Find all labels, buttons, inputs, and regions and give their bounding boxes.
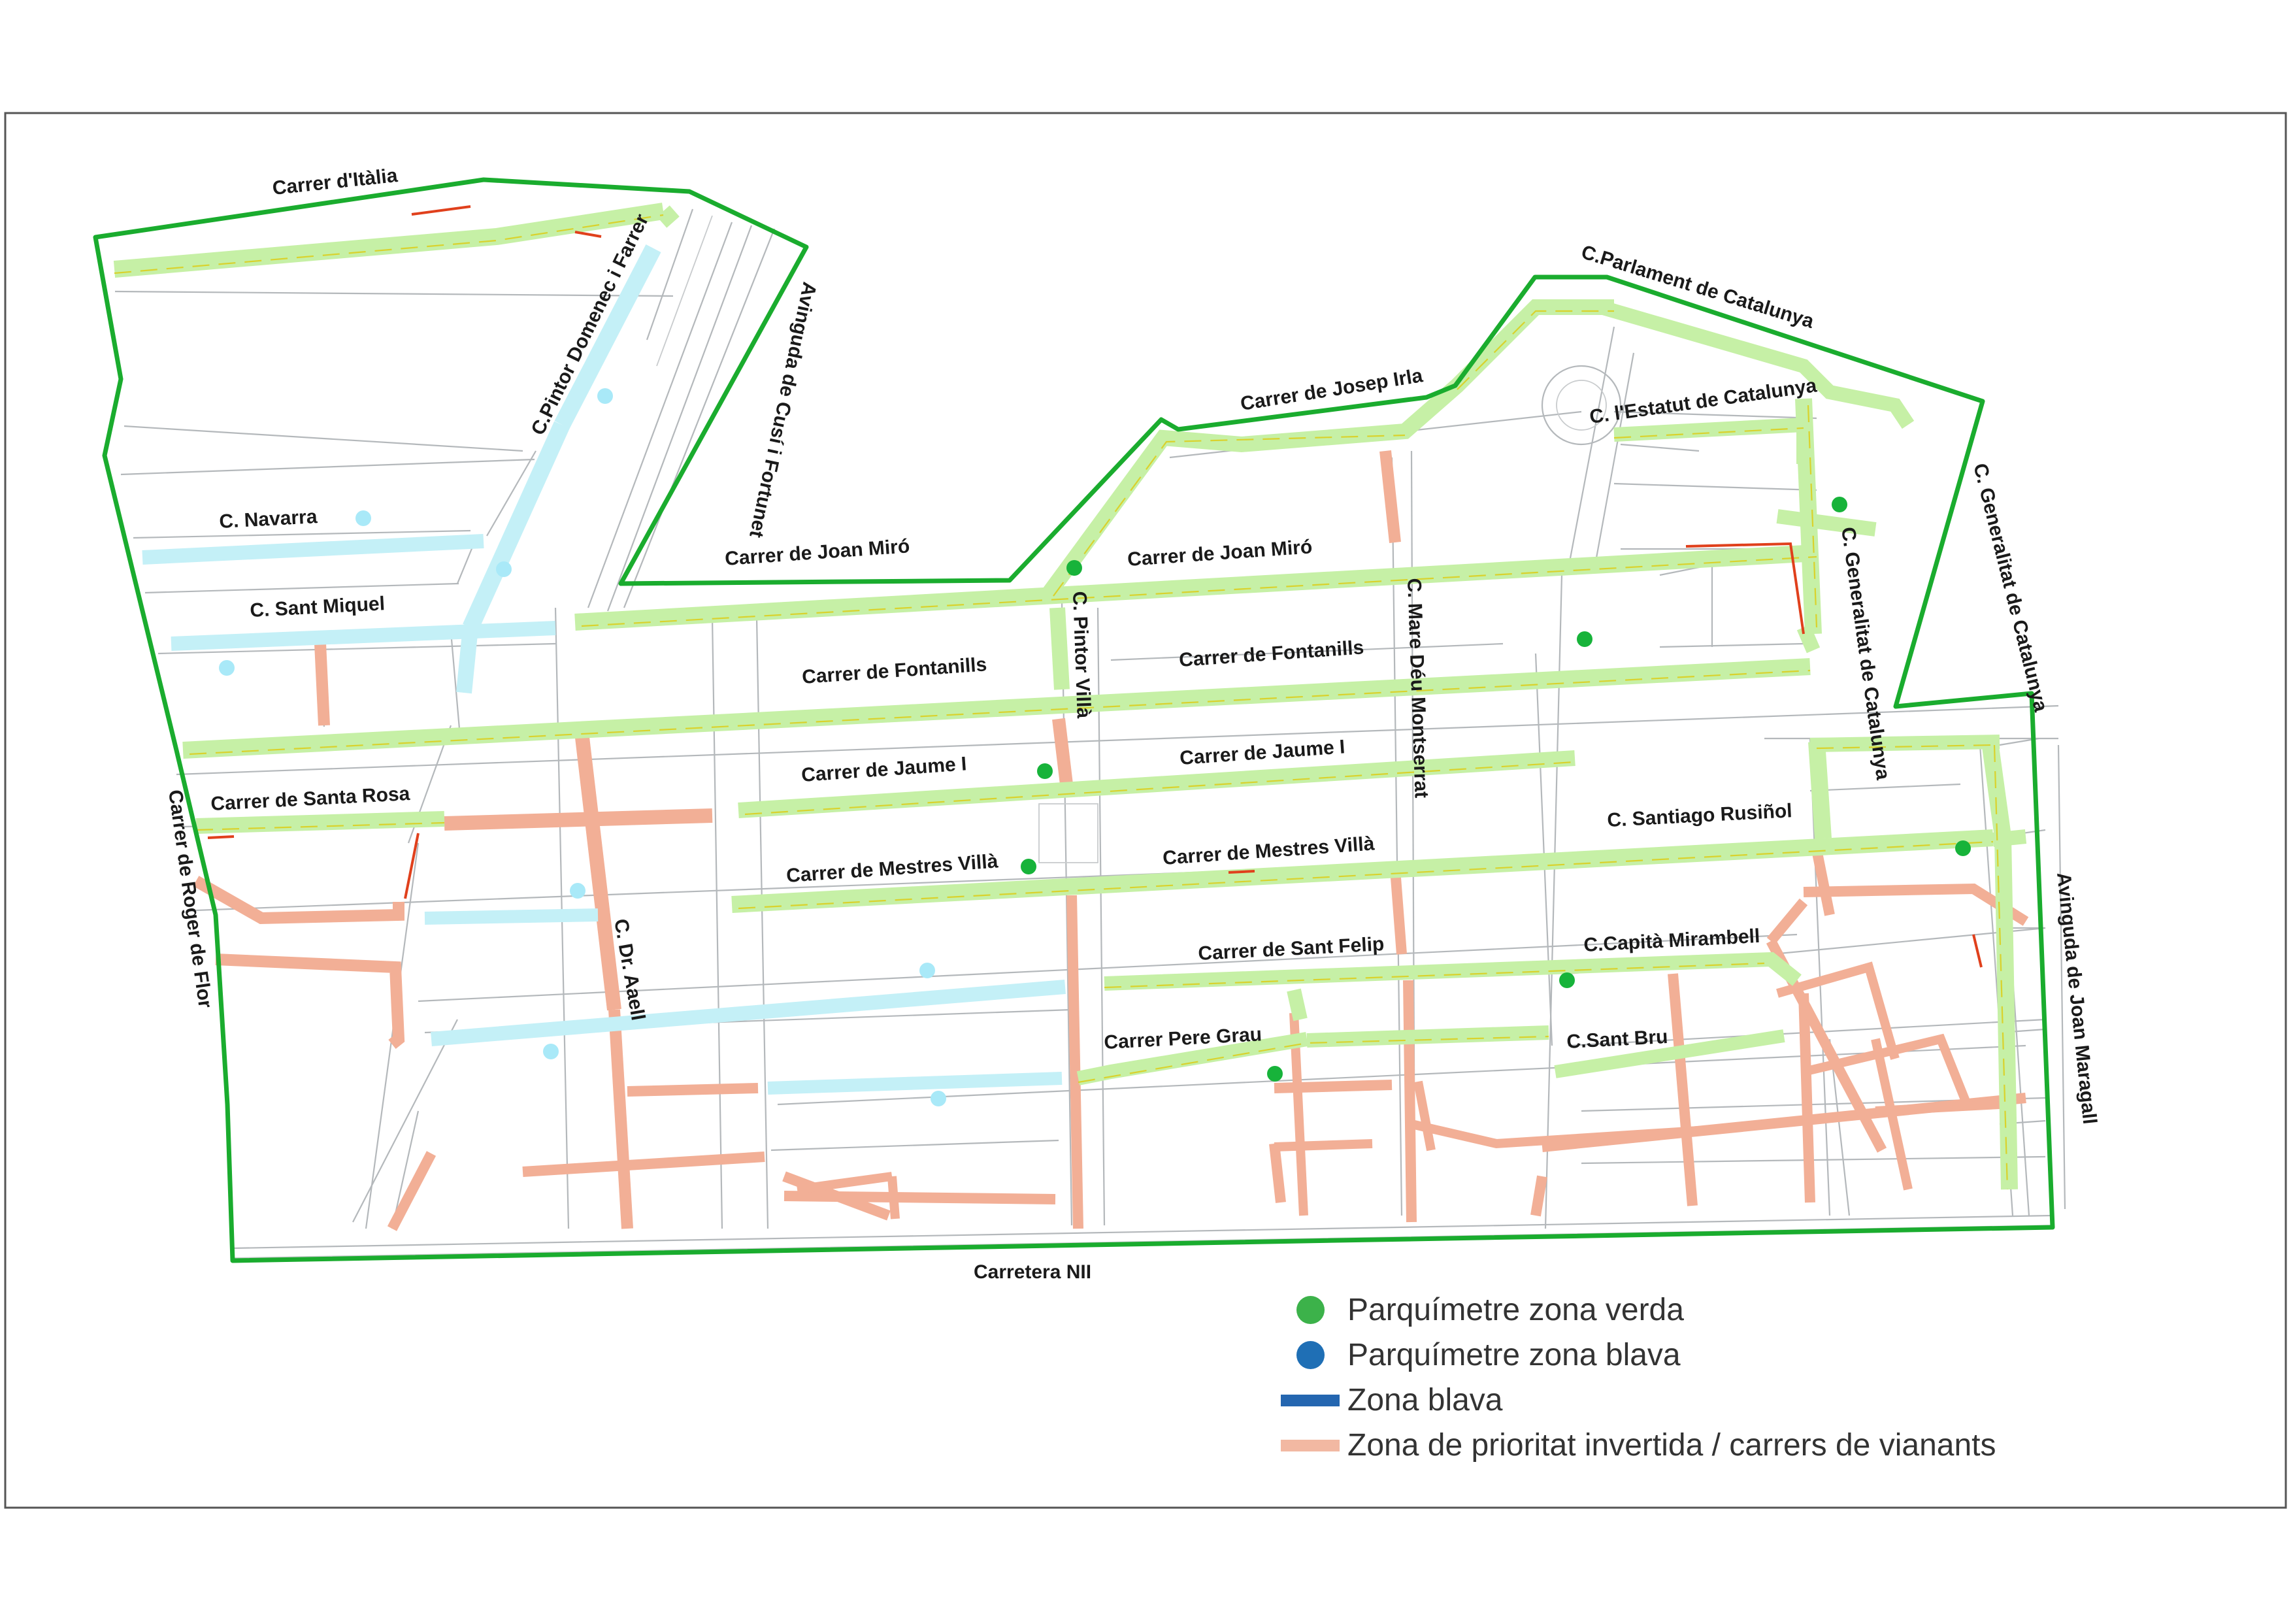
legend-item-blue-zone: Zona blava (1281, 1378, 2261, 1423)
pedestrian-zone-symbol (1281, 1439, 1340, 1451)
green-zone-streets (113, 203, 2027, 1190)
street-label-carrer-joan-miro-east: Carrer de Joan Miró (1127, 536, 1313, 571)
street-label-c-pintor-villa: C. Pintor Villà (1068, 591, 1095, 719)
street-label-c-generalitat-catalunya-outer: C. Generalitat de Catalunya (1969, 461, 2051, 714)
street-label-avinguda-joan-maragall: Avinguda de Joan Maragall (2053, 871, 2100, 1125)
green-meter-symbol (1296, 1296, 1325, 1324)
street-label-carrer-fontanills-east: Carrer de Fontanills (1178, 637, 1364, 671)
zone-boundary (93, 177, 2055, 1263)
blue-meter-sant-felip (919, 963, 935, 978)
street-label-c-santiago-rusinol: C. Santiago Rusiñol (1607, 800, 1793, 831)
green-parking-meters (1021, 497, 1971, 1082)
blue-meter-sant-miquel (496, 561, 512, 577)
street-label-carrer-joan-miro-west: Carrer de Joan Miró (724, 535, 910, 570)
blue-meter-pintor-domenec (597, 388, 613, 404)
map-frame (4, 112, 2287, 1509)
blue-meter-dr-aaell (570, 883, 586, 899)
street-label-avinguda-cusi-fortunet: Avinguda de Cusí i Fortunet (745, 280, 820, 540)
street-label-carrer-jaume-i-west: Carrer de Jaume I (800, 753, 967, 786)
street-label-carrer-jaume-i-east: Carrer de Jaume I (1179, 736, 1345, 769)
legend-item-pedestrian-zone: Zona de prioritat invertida / carrers de… (1281, 1423, 2261, 1468)
blue-parking-meters (219, 388, 946, 1106)
pedestrian-streets (193, 450, 2029, 1231)
street-label-carrer-santa-rosa: Carrer de Santa Rosa (210, 783, 411, 815)
legend-label: Zona de prioritat invertida / carrers de… (1347, 1428, 1996, 1463)
street-label-carrer-sant-felip: Carrer de Sant Felip (1198, 933, 1385, 965)
legend-label: Zona blava (1347, 1383, 1503, 1417)
street-label-carrer-fontanills-west: Carrer de Fontanills (801, 654, 987, 688)
green-meter-fontanills (1577, 631, 1592, 647)
blue-meter-south (931, 1091, 946, 1106)
green-meter-mestres-villa (1021, 859, 1036, 874)
green-meter-maragall (1955, 840, 1971, 856)
green-meter-generalitat (1832, 497, 1847, 512)
street-label-c-sant-miquel: C. Sant Miquel (250, 593, 386, 621)
green-meter-pintor-villa (1066, 560, 1082, 576)
street-label-carretera-nii: Carretera NII (974, 1261, 1091, 1283)
green-meter-capita-mirambell (1559, 972, 1575, 988)
restriction-marks (207, 205, 1983, 968)
street-label-c-capita-mirambell: C.Capità Mirambell (1583, 925, 1760, 956)
green-meter-jaume-i (1037, 763, 1053, 779)
parking-bay-marks (114, 214, 2009, 1190)
blue-meter-navarra (355, 510, 371, 526)
blue-zone-symbol (1281, 1394, 1340, 1406)
legend-item-green-meter: Parquímetre zona verda (1281, 1287, 2261, 1333)
map-legend: Parquímetre zona verda Parquímetre zona … (1281, 1287, 2261, 1468)
street-label-c-navarra: C. Navarra (219, 506, 318, 533)
blue-meter-roger-flor (219, 660, 235, 676)
legend-item-blue-meter: Parquímetre zona blava (1281, 1333, 2261, 1378)
legend-label: Parquímetre zona verda (1347, 1293, 1684, 1327)
street-label-c-sant-bru: C.Sant Bru (1566, 1026, 1669, 1053)
street-label-c-parlament-catalunya: C.Parlament de Catalunya (1579, 241, 1817, 333)
blue-zone-streets (142, 244, 1066, 1095)
blue-meter-symbol (1296, 1341, 1325, 1369)
blue-meter-south-west (543, 1044, 559, 1059)
street-label-c-pintor-domenec-farrer: C.Pintor Domenec i Farrer (527, 210, 653, 439)
green-meter-pere-grau (1267, 1066, 1283, 1082)
legend-label: Parquímetre zona blava (1347, 1338, 1681, 1372)
